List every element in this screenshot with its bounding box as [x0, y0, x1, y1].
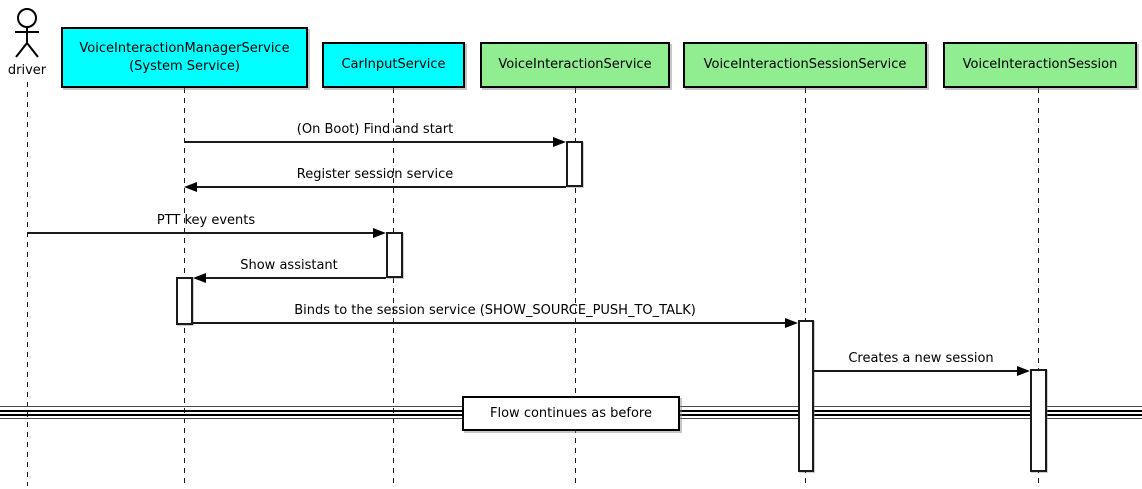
- message-label: Creates a new session: [848, 351, 994, 366]
- lifeline-driver: [26, 82, 28, 486]
- message-line: [205, 277, 386, 279]
- activation-voiceinteractionsession: [1030, 369, 1047, 472]
- participant-label: CarInputService: [341, 57, 446, 72]
- message-line: [193, 322, 786, 324]
- participant-label: VoiceInteractionManagerService: [79, 40, 290, 56]
- message-label: Binds to the session service (SHOW_SOURC…: [294, 303, 696, 318]
- message-label: (On Boot) Find and start: [296, 122, 454, 137]
- message-line: [196, 186, 566, 188]
- message-line: [27, 232, 374, 234]
- message-label: Show assistant: [240, 258, 338, 273]
- participant-label: VoiceInteractionService: [498, 57, 652, 72]
- participant-voiceinteractionsession: VoiceInteractionSession: [943, 42, 1137, 88]
- actor-label: driver: [7, 63, 47, 78]
- continuation-divider-box: Flow continues as before: [462, 396, 680, 431]
- lifeline-carinputservice: [393, 88, 394, 486]
- message-label: PTT key events: [156, 213, 256, 228]
- participant-voiceinteractionmanagerservice: VoiceInteractionManagerService (System S…: [61, 27, 308, 88]
- arrowhead-right-icon: [1017, 365, 1030, 376]
- participant-sublabel: (System Service): [129, 58, 240, 74]
- message-line: [813, 370, 1018, 372]
- participant-label: VoiceInteractionSession: [962, 57, 1118, 72]
- divider-label: Flow continues as before: [490, 406, 652, 421]
- arrowhead-left-icon: [184, 181, 197, 192]
- arrowhead-right-icon: [553, 136, 566, 147]
- participant-voiceinteractionsessionservice: VoiceInteractionSessionService: [683, 42, 927, 88]
- activation-voiceinteractionsessionservice: [798, 320, 814, 472]
- actor-stick-figure-icon: [15, 8, 39, 58]
- participant-voiceinteractionservice: VoiceInteractionService: [480, 42, 670, 88]
- activation-voiceinteractionmanagerservice: [176, 277, 193, 325]
- participant-label: VoiceInteractionSessionService: [703, 57, 907, 72]
- lifeline-voiceinteractionsessionservice: [804, 88, 806, 486]
- activation-voiceinteractionservice: [566, 141, 583, 187]
- message-line: [184, 141, 555, 143]
- lifeline-voiceinteractionsession: [1037, 88, 1039, 486]
- lifeline-voiceinteractionservice: [574, 88, 576, 486]
- arrowhead-right-icon: [373, 227, 386, 238]
- participant-carinputservice: CarInputService: [322, 42, 465, 88]
- arrowhead-right-icon: [785, 317, 798, 328]
- arrowhead-left-icon: [193, 272, 206, 283]
- activation-carinputservice: [386, 232, 403, 278]
- message-label: Register session service: [296, 167, 454, 182]
